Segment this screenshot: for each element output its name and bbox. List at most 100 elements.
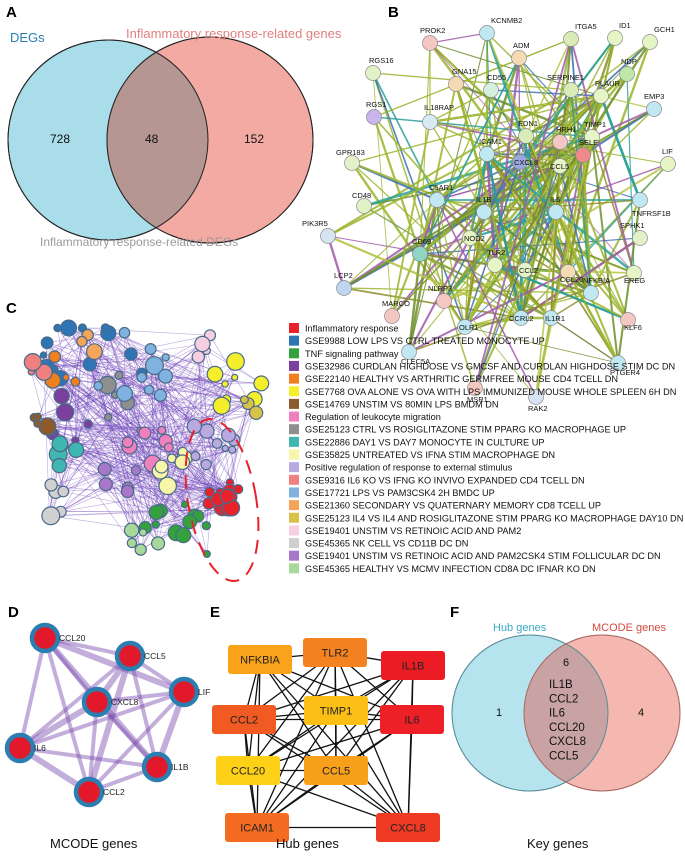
network-c-edge — [54, 356, 150, 391]
network-c-edge — [64, 350, 207, 413]
legend-swatch — [289, 398, 299, 409]
hub-edge — [247, 652, 336, 771]
network-b-edge — [419, 253, 537, 398]
network-c-edge — [63, 491, 161, 512]
network-b-edge — [436, 199, 445, 302]
network-b-edge — [372, 116, 422, 255]
network-c-nodes — [23, 319, 270, 558]
network-c-edge — [58, 377, 235, 455]
venn-f-right-label: MCODE genes — [592, 622, 666, 634]
gene-label-gpr183: GPR183 — [336, 148, 365, 157]
network-c-edge — [150, 348, 195, 516]
network-c-edge — [157, 434, 229, 544]
network-c-edge — [130, 353, 232, 508]
gene-label-nfkbia: NFKBIA — [583, 276, 610, 285]
hub-node-ccl2 — [212, 705, 276, 734]
gene-label-emp3: EMP3 — [644, 92, 664, 101]
network-c-edge — [89, 364, 109, 418]
network-c-edge — [206, 431, 219, 500]
term-node — [67, 441, 85, 458]
hub-edge — [335, 710, 409, 828]
term-node — [120, 484, 135, 499]
network-b-edge — [391, 121, 431, 317]
network-c-edge — [50, 426, 195, 431]
network-c-edge — [54, 356, 141, 550]
gene-node-pik3r5 — [320, 228, 336, 244]
gene-node-ereg — [626, 265, 642, 281]
term-node — [186, 418, 202, 434]
gene-label-tnfrsf1b: TNFRSF1B — [632, 209, 671, 218]
network-c-edge — [50, 412, 257, 431]
network-c-edge — [45, 357, 166, 369]
gene-label-prok2: PROK2 — [420, 26, 445, 35]
gene-node-nod2 — [462, 230, 478, 246]
network-c-edge — [87, 334, 235, 441]
network-c-edge — [131, 373, 143, 531]
gene-label-c5ar1: C5AR1 — [429, 183, 453, 192]
term-node — [76, 335, 88, 348]
network-c-edge — [45, 357, 166, 369]
network-b-edge — [372, 72, 466, 328]
network-c-edge — [47, 426, 145, 434]
mcode-edge — [128, 655, 159, 768]
network-c-edge — [43, 354, 145, 434]
network-c-edge — [47, 335, 211, 427]
gene-node-emp3 — [646, 101, 662, 117]
term-node — [219, 488, 235, 504]
term-node — [233, 484, 244, 495]
term-node — [211, 438, 223, 449]
term-node — [53, 387, 70, 405]
gene-label-kcnmb2: KCNMB2 — [491, 16, 522, 25]
gene-label-itga5: ITGA5 — [575, 22, 597, 31]
term-node — [191, 350, 205, 364]
legend-swatch — [289, 360, 299, 371]
gene-label-il1b: IL1B — [476, 195, 491, 204]
legend-label-20: GSE45365 HEALTHY VS MCMV INFECTION CD8A … — [305, 564, 596, 574]
term-node — [57, 485, 70, 498]
network-c-edge — [46, 342, 99, 387]
network-c-edge — [165, 375, 226, 385]
network-c-edge — [58, 439, 235, 455]
network-c-edge — [127, 487, 185, 505]
network-b-edge — [455, 83, 526, 271]
gene-node-ccl2 — [517, 262, 533, 278]
network-c-edge — [75, 341, 83, 448]
network-c-edge — [68, 327, 151, 461]
legend-label-1: Inflammatory response — [305, 324, 398, 334]
network-c-edge — [46, 342, 161, 472]
network-c-edge — [61, 356, 199, 397]
network-c-edge — [75, 449, 157, 525]
network-b-edge — [494, 264, 552, 319]
hub-node-il1b — [381, 651, 445, 680]
network-b-edge — [407, 253, 422, 353]
network-c-edge — [114, 394, 222, 407]
gene-label-rgs16: RGS16 — [369, 56, 394, 65]
network-c-edge — [105, 327, 208, 432]
gene-node-klf6 — [620, 312, 636, 328]
gene-node-prok2 — [422, 35, 438, 51]
network-b-edge — [408, 165, 561, 353]
network-c-edge — [50, 447, 77, 516]
gene-label-cxcl8: CXCL8 — [514, 158, 538, 167]
network-b-edge — [474, 165, 561, 389]
network-b-edge — [494, 263, 629, 322]
term-node — [201, 521, 211, 531]
network-c-edge — [34, 417, 235, 441]
mcode-label-lif: LIF — [198, 687, 210, 697]
venn-f-left-label: Hub genes — [493, 622, 547, 634]
term-node — [145, 356, 165, 376]
gene-label-klf6: KLF6 — [624, 323, 642, 332]
legend-label-5: GSE22140 HEALTHY VS ARTHRITIC GERMFREE M… — [305, 374, 618, 384]
network-b-edge — [566, 41, 652, 273]
network-b-edge — [486, 153, 522, 319]
gene-node-ccl20 — [560, 264, 576, 280]
network-c-edge — [50, 515, 184, 536]
gene-label-timp1: TIMP1 — [584, 120, 606, 129]
network-c-edge — [108, 332, 195, 427]
network-c-edge — [118, 375, 195, 427]
network-b-edge — [518, 57, 569, 273]
venn-f-right-count: 4 — [638, 707, 644, 719]
network-c-edge — [37, 416, 228, 497]
